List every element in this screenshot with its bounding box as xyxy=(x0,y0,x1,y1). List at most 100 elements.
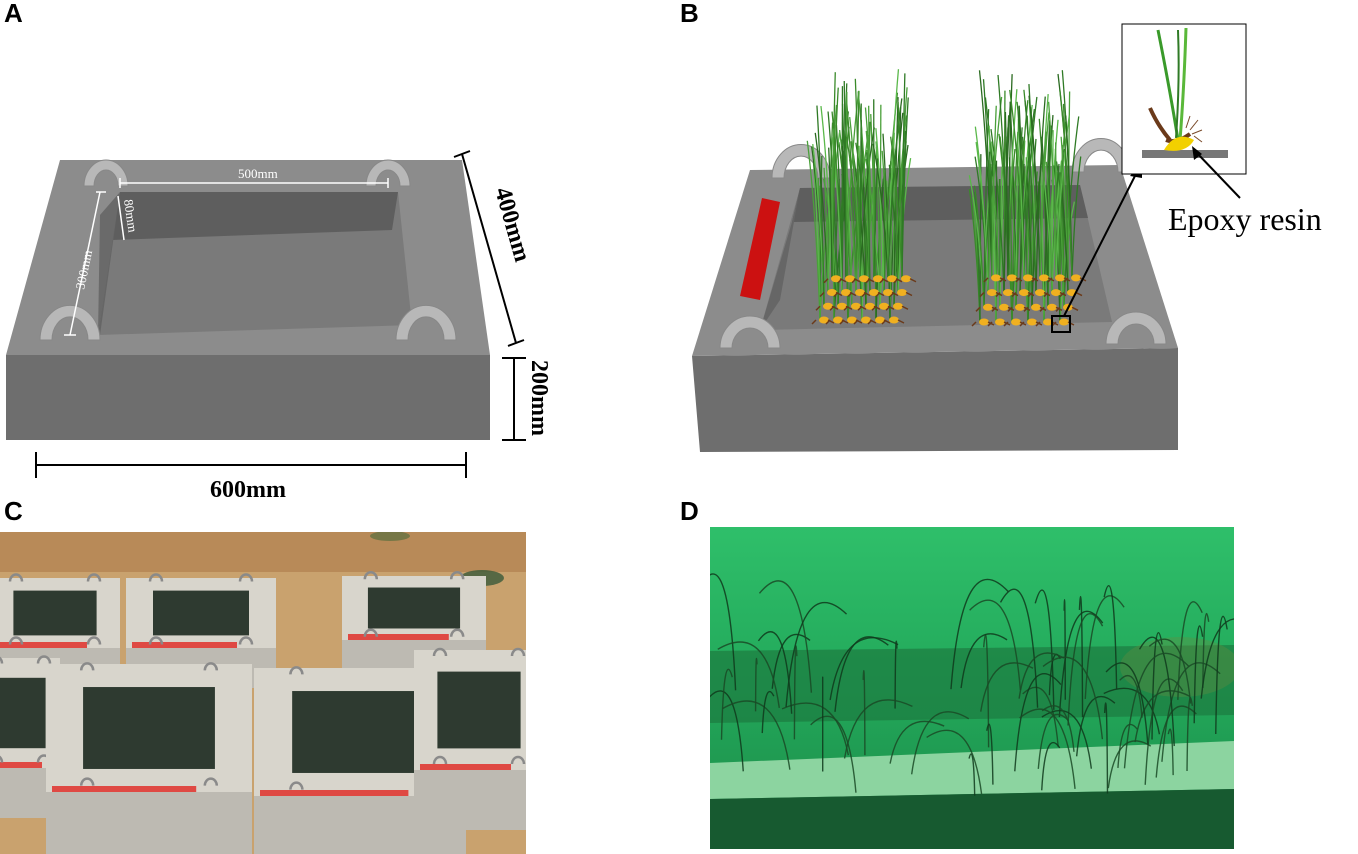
resin-dot xyxy=(1019,289,1029,297)
seagrass-blade xyxy=(960,633,1008,689)
panel-label-a: A xyxy=(4,0,23,28)
seagrass-blade xyxy=(1007,74,1013,278)
resin-dot xyxy=(1043,318,1053,326)
resin-dot xyxy=(893,302,903,310)
epoxy-resin-callout: Epoxy resin xyxy=(1168,201,1322,237)
panel-d-photo xyxy=(710,527,1234,849)
seagrass-blade xyxy=(889,720,945,764)
seagrass-blade xyxy=(1167,728,1174,776)
concrete-block xyxy=(414,647,526,830)
resin-dot xyxy=(865,302,875,310)
resin-dot xyxy=(1011,318,1021,326)
seagrass-blade xyxy=(1045,161,1053,293)
seagrass-blade xyxy=(1041,741,1061,791)
seagrass-blade xyxy=(1019,708,1076,789)
seagrass-blade xyxy=(1155,705,1197,778)
seagrass-blade xyxy=(990,129,1005,293)
resin-dot xyxy=(1059,318,1069,326)
resin-dot xyxy=(823,302,833,310)
handle-icon xyxy=(719,315,781,349)
handle-icon xyxy=(238,573,254,582)
seagrass-blade xyxy=(1193,625,1204,724)
handle-icon xyxy=(79,662,95,671)
panel-label-b: B xyxy=(680,0,699,28)
seagrass-blade xyxy=(1029,106,1041,278)
inner-depth-label: 80mm xyxy=(121,198,140,233)
seagrass-blade xyxy=(722,700,791,770)
seagrass-blade xyxy=(1107,740,1152,789)
seagrass-blade xyxy=(859,103,862,279)
resin-dot xyxy=(889,316,899,324)
seagrass-blade xyxy=(758,580,813,693)
handle-icon xyxy=(449,570,465,580)
resin-dot xyxy=(837,302,847,310)
seagrass-blade xyxy=(875,128,885,293)
resin-dot xyxy=(827,289,837,296)
inner-length-label: 500mm xyxy=(238,166,278,181)
resin-dot xyxy=(983,303,993,311)
seagrass-blade xyxy=(843,699,913,759)
resin-dot xyxy=(999,303,1009,311)
resin-dot xyxy=(883,289,893,296)
handle-icon xyxy=(238,636,254,645)
seagrass-blade xyxy=(991,105,997,278)
seagrass-blade xyxy=(1024,100,1037,293)
handle-icon xyxy=(0,755,4,763)
seagrass-blade xyxy=(973,185,985,308)
seagrass-blade xyxy=(1041,705,1075,752)
seagrass-blade xyxy=(1042,656,1104,740)
seagrass-blade xyxy=(785,602,848,707)
seagrass-blade xyxy=(1017,145,1025,278)
handle-icon xyxy=(432,755,448,765)
seagrass-blade xyxy=(806,140,821,321)
seagrass-blade xyxy=(1138,636,1175,747)
seagrass-blade xyxy=(717,641,780,708)
seagrass-blade xyxy=(1075,695,1116,757)
resin-dot xyxy=(1007,274,1017,282)
resin-dot xyxy=(869,289,879,296)
resin-dot xyxy=(873,275,883,283)
handle-icon xyxy=(39,304,101,341)
seagrass-blade xyxy=(974,126,989,293)
panel-label-d: D xyxy=(680,496,699,526)
seagrass-blade xyxy=(968,753,976,796)
seagrass-blade xyxy=(969,599,1022,691)
handle-icon xyxy=(86,573,102,582)
seagrass-blade xyxy=(1144,678,1184,785)
panel-c-photo xyxy=(0,532,526,854)
seagrass-blade xyxy=(757,631,793,714)
handle-icon xyxy=(8,573,24,582)
seagrass-blade xyxy=(1134,690,1191,743)
seagrass-blade xyxy=(1023,96,1038,278)
seagrass-blade xyxy=(816,105,825,307)
seagrass-blade xyxy=(1119,674,1143,718)
length-label: 600mm xyxy=(210,477,286,503)
seagrass-blade xyxy=(1059,89,1073,278)
upper-box-edge xyxy=(710,645,1234,723)
handle-icon xyxy=(203,662,219,671)
seagrass-blade xyxy=(855,90,860,293)
seagrass-blade xyxy=(1202,612,1210,688)
handle-icon xyxy=(148,573,164,582)
seagrass-blade xyxy=(829,637,899,701)
seagrass-blade xyxy=(1148,638,1192,704)
seagrass-blade xyxy=(862,669,866,756)
seagrass-blade xyxy=(1200,618,1234,699)
resin-dot xyxy=(831,275,841,283)
seagrass-blade xyxy=(710,690,744,772)
seagrass-blade xyxy=(761,690,775,734)
handle-icon xyxy=(432,647,448,657)
seagrass-blade xyxy=(983,109,990,308)
seagrass-blades xyxy=(710,573,1234,796)
handle-icon xyxy=(0,656,4,664)
resin-dot xyxy=(1047,303,1057,311)
box-front-face xyxy=(692,348,1178,452)
seagrass-blade xyxy=(754,657,758,712)
seagrass-blade xyxy=(828,147,833,279)
detail-marker xyxy=(1051,315,1071,333)
resin-dot xyxy=(1015,303,1025,311)
seagrass-blade xyxy=(1035,96,1046,293)
lower-box-rim xyxy=(710,741,1234,799)
resin-dot xyxy=(819,316,829,324)
seagrass-blade xyxy=(1078,596,1084,718)
